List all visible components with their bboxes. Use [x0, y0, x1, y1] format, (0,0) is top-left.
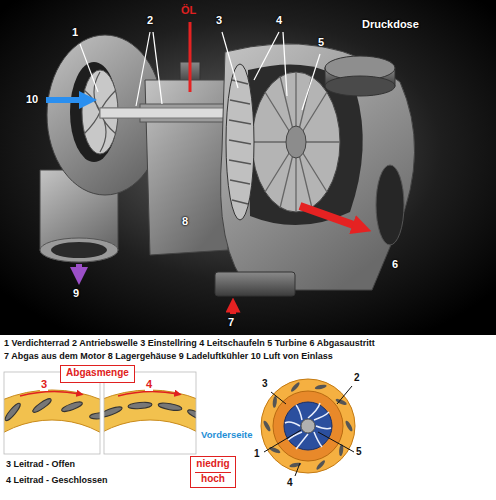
view-caption: 3 Leitrad - Offen [6, 459, 75, 469]
callout-number: 5 [318, 36, 324, 49]
adjusting-ring-part [226, 64, 254, 220]
front-view-ring-part [315, 459, 326, 471]
front-view-leaders [264, 386, 354, 476]
front-view-ring-part [290, 381, 301, 393]
level-box: niedrighoch [190, 456, 236, 488]
front-view-leaders-part [264, 430, 301, 452]
vane-open-view-part [31, 397, 52, 415]
turbine-housing [215, 44, 415, 296]
vane-open-view-part [4, 402, 22, 423]
turbine-housing-part [252, 72, 340, 212]
vane-open-view-part [4, 420, 100, 454]
compressor [40, 35, 163, 262]
front-view-leaders-part [271, 392, 286, 404]
view-label: Vorderseite [200, 430, 254, 441]
callout-number: 1 [72, 26, 78, 39]
flow-arrows-part [76, 264, 82, 276]
adjusting-ring-part [229, 80, 251, 204]
front-view-leaders-part [295, 463, 300, 476]
front-view-ring-part [272, 396, 277, 408]
view-caption: 4 Leitrad - Geschlossen [6, 475, 108, 485]
box-text: niedrig [195, 458, 231, 473]
callout-number: 10 [26, 93, 38, 106]
callout-number: 8 [182, 215, 188, 228]
dark-background [0, 0, 496, 335]
callout-number: 2 [354, 372, 360, 384]
turbine-housing-part [252, 72, 340, 212]
callout-number: 3 [262, 378, 268, 390]
leader-lines-part [302, 54, 320, 110]
leader-lines-part [80, 44, 98, 92]
flow-arrows [46, 22, 362, 314]
leader-lines-part [283, 32, 287, 96]
callout-number: 5 [356, 446, 362, 458]
flow-arrows-part [230, 305, 236, 314]
compressor-part [40, 238, 118, 262]
front-view-ring-part [285, 403, 331, 449]
callout-number: 7 [228, 316, 234, 329]
dark-background-part [0, 0, 496, 335]
front-view-ring-part [284, 402, 332, 450]
vane-open-view-part [20, 391, 80, 396]
vane-open-view-part [89, 412, 100, 420]
pressure-actuator [325, 56, 395, 96]
front-view-leaders-part [337, 386, 352, 404]
vane-closed-view-part [104, 405, 123, 419]
leader-lines-part [222, 32, 238, 88]
leader-lines-part [136, 32, 150, 106]
flow-arrows-part [189, 22, 192, 92]
callout-number: 2 [147, 14, 153, 27]
front-view-ring-part [262, 420, 271, 432]
leader-lines [80, 32, 320, 110]
box-text: Abgasmenge [65, 367, 130, 380]
front-view-ring-part [314, 384, 327, 390]
vane-closed-view-part [118, 391, 178, 396]
turbine-housing-part [286, 126, 306, 158]
callout-number: 4 [287, 477, 293, 489]
callout-number: 6 [392, 258, 398, 271]
leader-lines-part [153, 32, 162, 104]
front-view-ring-part [269, 446, 282, 455]
panel-frames-part [4, 372, 100, 454]
front-view-ring [261, 379, 355, 473]
vane-closed-view-part [158, 402, 183, 412]
flow-arrows-part [300, 206, 362, 228]
turbine-housing-part [215, 272, 295, 296]
vane-closed-view-part [104, 420, 196, 454]
panel-frames-part [104, 372, 196, 454]
callout-number: 3 [40, 378, 48, 391]
parts-list-line: 1 Verdichterrad 2 Antriebswelle 3 Einste… [4, 338, 375, 348]
front-view-ring-part [344, 420, 353, 432]
turbine-housing-part [376, 165, 404, 245]
callout-number: 9 [73, 287, 79, 300]
part-label: Druckdose [362, 18, 419, 31]
vane-open-view-part [4, 390, 100, 454]
parts-list-line: 7 Abgas aus dem Motor 8 Lagergehäuse 9 L… [4, 351, 333, 361]
vane-open-view-part [61, 400, 84, 413]
pressure-actuator-part [325, 76, 395, 96]
adjusting-ring [226, 64, 254, 220]
callout-number: 4 [276, 14, 282, 27]
vane-closed-view-part [104, 390, 196, 454]
front-view-leaders-part [318, 432, 354, 452]
box-text: hoch [195, 473, 231, 486]
flow-arrows-part [46, 97, 88, 103]
vane-open-view [4, 372, 100, 454]
callout-number: 4 [145, 378, 153, 391]
panel-frames [4, 372, 196, 454]
vane-closed-view-part [128, 401, 152, 409]
front-view-ring-part [301, 419, 315, 433]
vane-closed-view [104, 372, 196, 454]
callout-number: 1 [254, 448, 260, 460]
flow-amount-box: Abgasmenge [60, 365, 135, 383]
oil-label: ÖL [181, 4, 196, 17]
front-view-ring-part [261, 379, 355, 473]
turbine-housing-part [221, 44, 415, 290]
vane-closed-view-part [186, 408, 196, 424]
leader-lines-part [254, 32, 279, 80]
callout-number: 3 [216, 14, 222, 27]
compressor-part [51, 242, 107, 258]
